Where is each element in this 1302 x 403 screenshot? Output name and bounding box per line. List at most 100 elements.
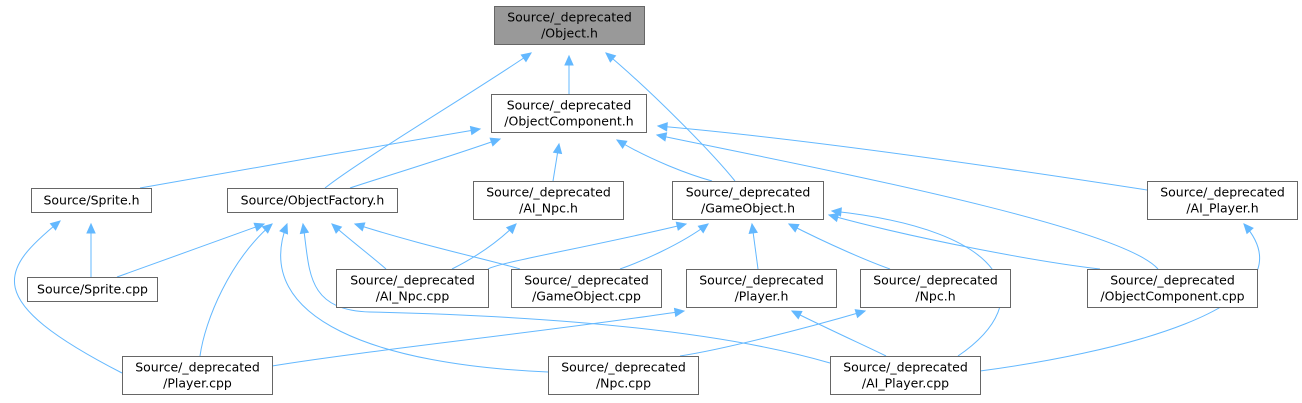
node-player_cpp[interactable]: Source/_deprecated/Player.cpp [122,356,273,395]
edge-line [199,223,273,357]
edge-line [280,223,549,373]
node-box [511,269,662,308]
arrowhead [673,307,686,318]
edge-line [349,138,501,189]
arrowhead [505,223,517,235]
edge-line [828,214,1101,270]
arrowhead [331,223,343,234]
node-ai_player_cpp[interactable]: Source/_deprecated/AI_Player.cpp [830,356,981,395]
node-label-line: Source/_deprecated [507,10,632,25]
node-label-line: Source/Sprite.h [43,193,139,208]
node-label-line: /ObjectComponent.h [504,114,633,129]
arrowhead [675,221,688,231]
edge-line [679,310,866,357]
arrowhead [253,222,266,232]
node-box [1147,181,1298,220]
node-label-line: Source/_deprecated [873,273,998,288]
node-box [860,269,1011,308]
edge-gameobject_h-to-ai_npc_cpp [487,221,688,270]
node-gameobject_cpp[interactable]: Source/_deprecated/GameObject.cpp [511,269,662,308]
edge-npc_h-to-npc_cpp [679,309,867,357]
node-player_h[interactable]: Source/_deprecated/Player.h [686,269,837,308]
edge-line [979,223,1261,372]
arrowhead [605,52,617,63]
node-sprite_h[interactable]: Source/Sprite.h [31,188,152,213]
node-box [1087,269,1258,308]
arrowhead [353,222,366,232]
node-box [686,269,837,308]
node-box [491,94,647,133]
arrowhead [469,125,482,136]
edge-sprite_h-to-sprite_cpp [86,222,96,277]
edge-line [271,310,685,367]
edge-objectcomponent_h-to-gameobject_h [615,139,713,182]
arrowhead [697,223,709,234]
arrowhead [854,309,867,319]
arrowhead [830,207,842,217]
node-label-line: Source/_deprecated [524,273,649,288]
node-label-line: /AI_Npc.cpp [376,289,450,304]
edge-objectcomponent_h-to-sprite_h [139,125,482,189]
node-box [548,356,699,395]
edge-line [139,128,481,189]
edge-line [14,220,123,374]
arrowhead [49,220,61,231]
edge-line [451,223,517,270]
arrowhead [615,139,628,150]
node-ai_npc_cpp[interactable]: Source/_deprecated/AI_Npc.cpp [336,269,489,308]
node-box [27,277,158,302]
edge-ai_player_h-to-ai_player_cpp [979,223,1261,372]
node-label-line: /GameObject.h [701,201,795,216]
arrowhead [827,212,840,223]
node-box [336,269,489,308]
node-object_h[interactable]: Source/_deprecated/Object.h [494,6,645,45]
arrowhead [552,142,563,155]
edge-line [657,125,1148,191]
node-label-line: Source/Sprite.cpp [37,282,148,297]
node-gameobject_h[interactable]: Source/_deprecated/GameObject.h [672,181,824,220]
edge-line [788,223,891,270]
arrowhead [261,223,273,234]
node-box [473,181,624,220]
edge-objectfactory_h-to-npc_cpp [279,222,549,373]
node-box [494,6,645,45]
node-objectcomponent_cpp[interactable]: Source/_deprecated/ObjectComponent.cpp [1087,269,1258,308]
node-sprite_cpp[interactable]: Source/Sprite.cpp [27,277,158,302]
node-label-line: Source/_deprecated [561,360,686,375]
arrowhead [564,54,574,66]
node-label-line: Source/_deprecated [486,185,611,200]
node-label-line: Source/_deprecated [350,273,475,288]
edge-ai_npc_h-to-ai_npc_cpp [451,223,517,270]
edge-object_h-to-gameobject_h [605,52,736,182]
arrowhead [790,310,803,320]
edge-line [354,223,521,270]
node-label-line: /Player.cpp [163,376,232,391]
node-label-line: /Npc.h [915,289,955,304]
node-label-line: /Player.h [735,289,789,304]
node-box [672,181,824,220]
edge-line [791,310,887,357]
node-box [122,356,273,395]
node-label-line: /AI_Player.h [1186,201,1258,216]
node-npc_h[interactable]: Source/_deprecated/Npc.h [860,269,1011,308]
edge-line [487,223,687,270]
node-objectfactory_h[interactable]: Source/ObjectFactory.h [227,188,398,213]
arrowhead [520,52,533,63]
arrowhead [299,222,310,235]
node-box [227,188,398,213]
edge-objectfactory_h-to-ai_player_cpp [299,222,831,364]
nodes-layer: Source/_deprecated/Object.hSource/_depre… [27,6,1298,395]
node-ai_player_h[interactable]: Source/_deprecated/AI_Player.h [1147,181,1298,220]
edges-layer [14,52,1261,374]
edge-gameobject_h-to-gameobject_cpp [619,223,709,270]
edge-objectfactory_h-to-ai_npc_cpp [331,223,387,270]
node-label-line: /AI_Npc.h [519,201,578,216]
node-label-line: Source/_deprecated [135,360,260,375]
edge-player_h-to-player_cpp [271,307,686,367]
node-objectcomponent_h[interactable]: Source/_deprecated/ObjectComponent.h [491,94,647,133]
arrowhead [1243,223,1254,235]
node-ai_npc_h[interactable]: Source/_deprecated/AI_Npc.h [473,181,624,220]
node-npc_cpp[interactable]: Source/_deprecated/Npc.cpp [548,356,699,395]
edge-line [616,139,713,182]
